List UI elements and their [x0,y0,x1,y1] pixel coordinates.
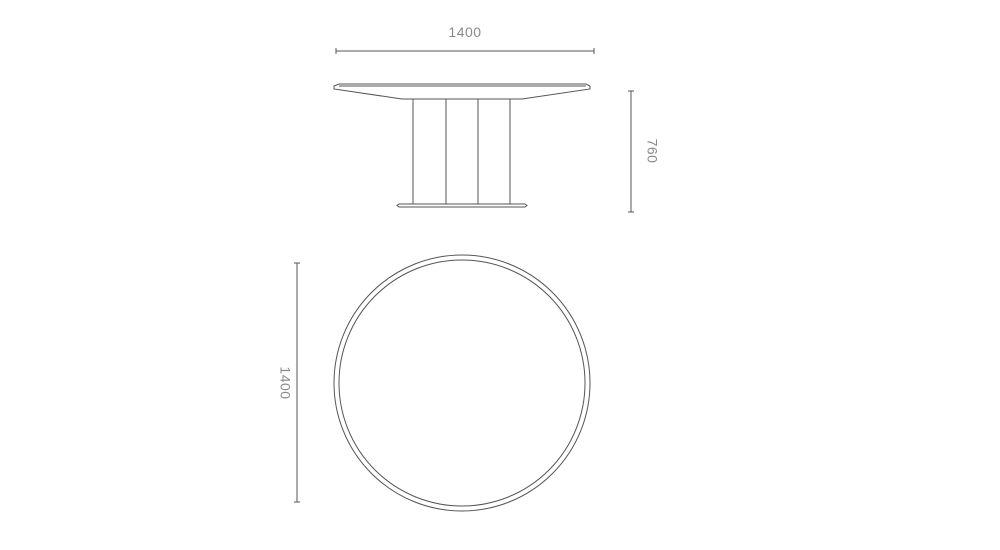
width-dimension-line [335,48,595,54]
table-base [396,203,528,208]
top-view: 1400 [277,254,591,512]
tabletop-outer-edge [333,254,591,512]
width-dimension-label: 1400 [448,24,481,40]
tabletop-inner-edge [338,259,586,507]
diameter-dimension-label: 1400 [277,366,293,399]
height-dimension-line [628,90,634,213]
pedestal-columns [412,99,511,204]
height-dimension-label: 760 [644,139,660,164]
diameter-dimension-line [294,262,300,503]
side-view: 1400 760 [333,24,660,213]
